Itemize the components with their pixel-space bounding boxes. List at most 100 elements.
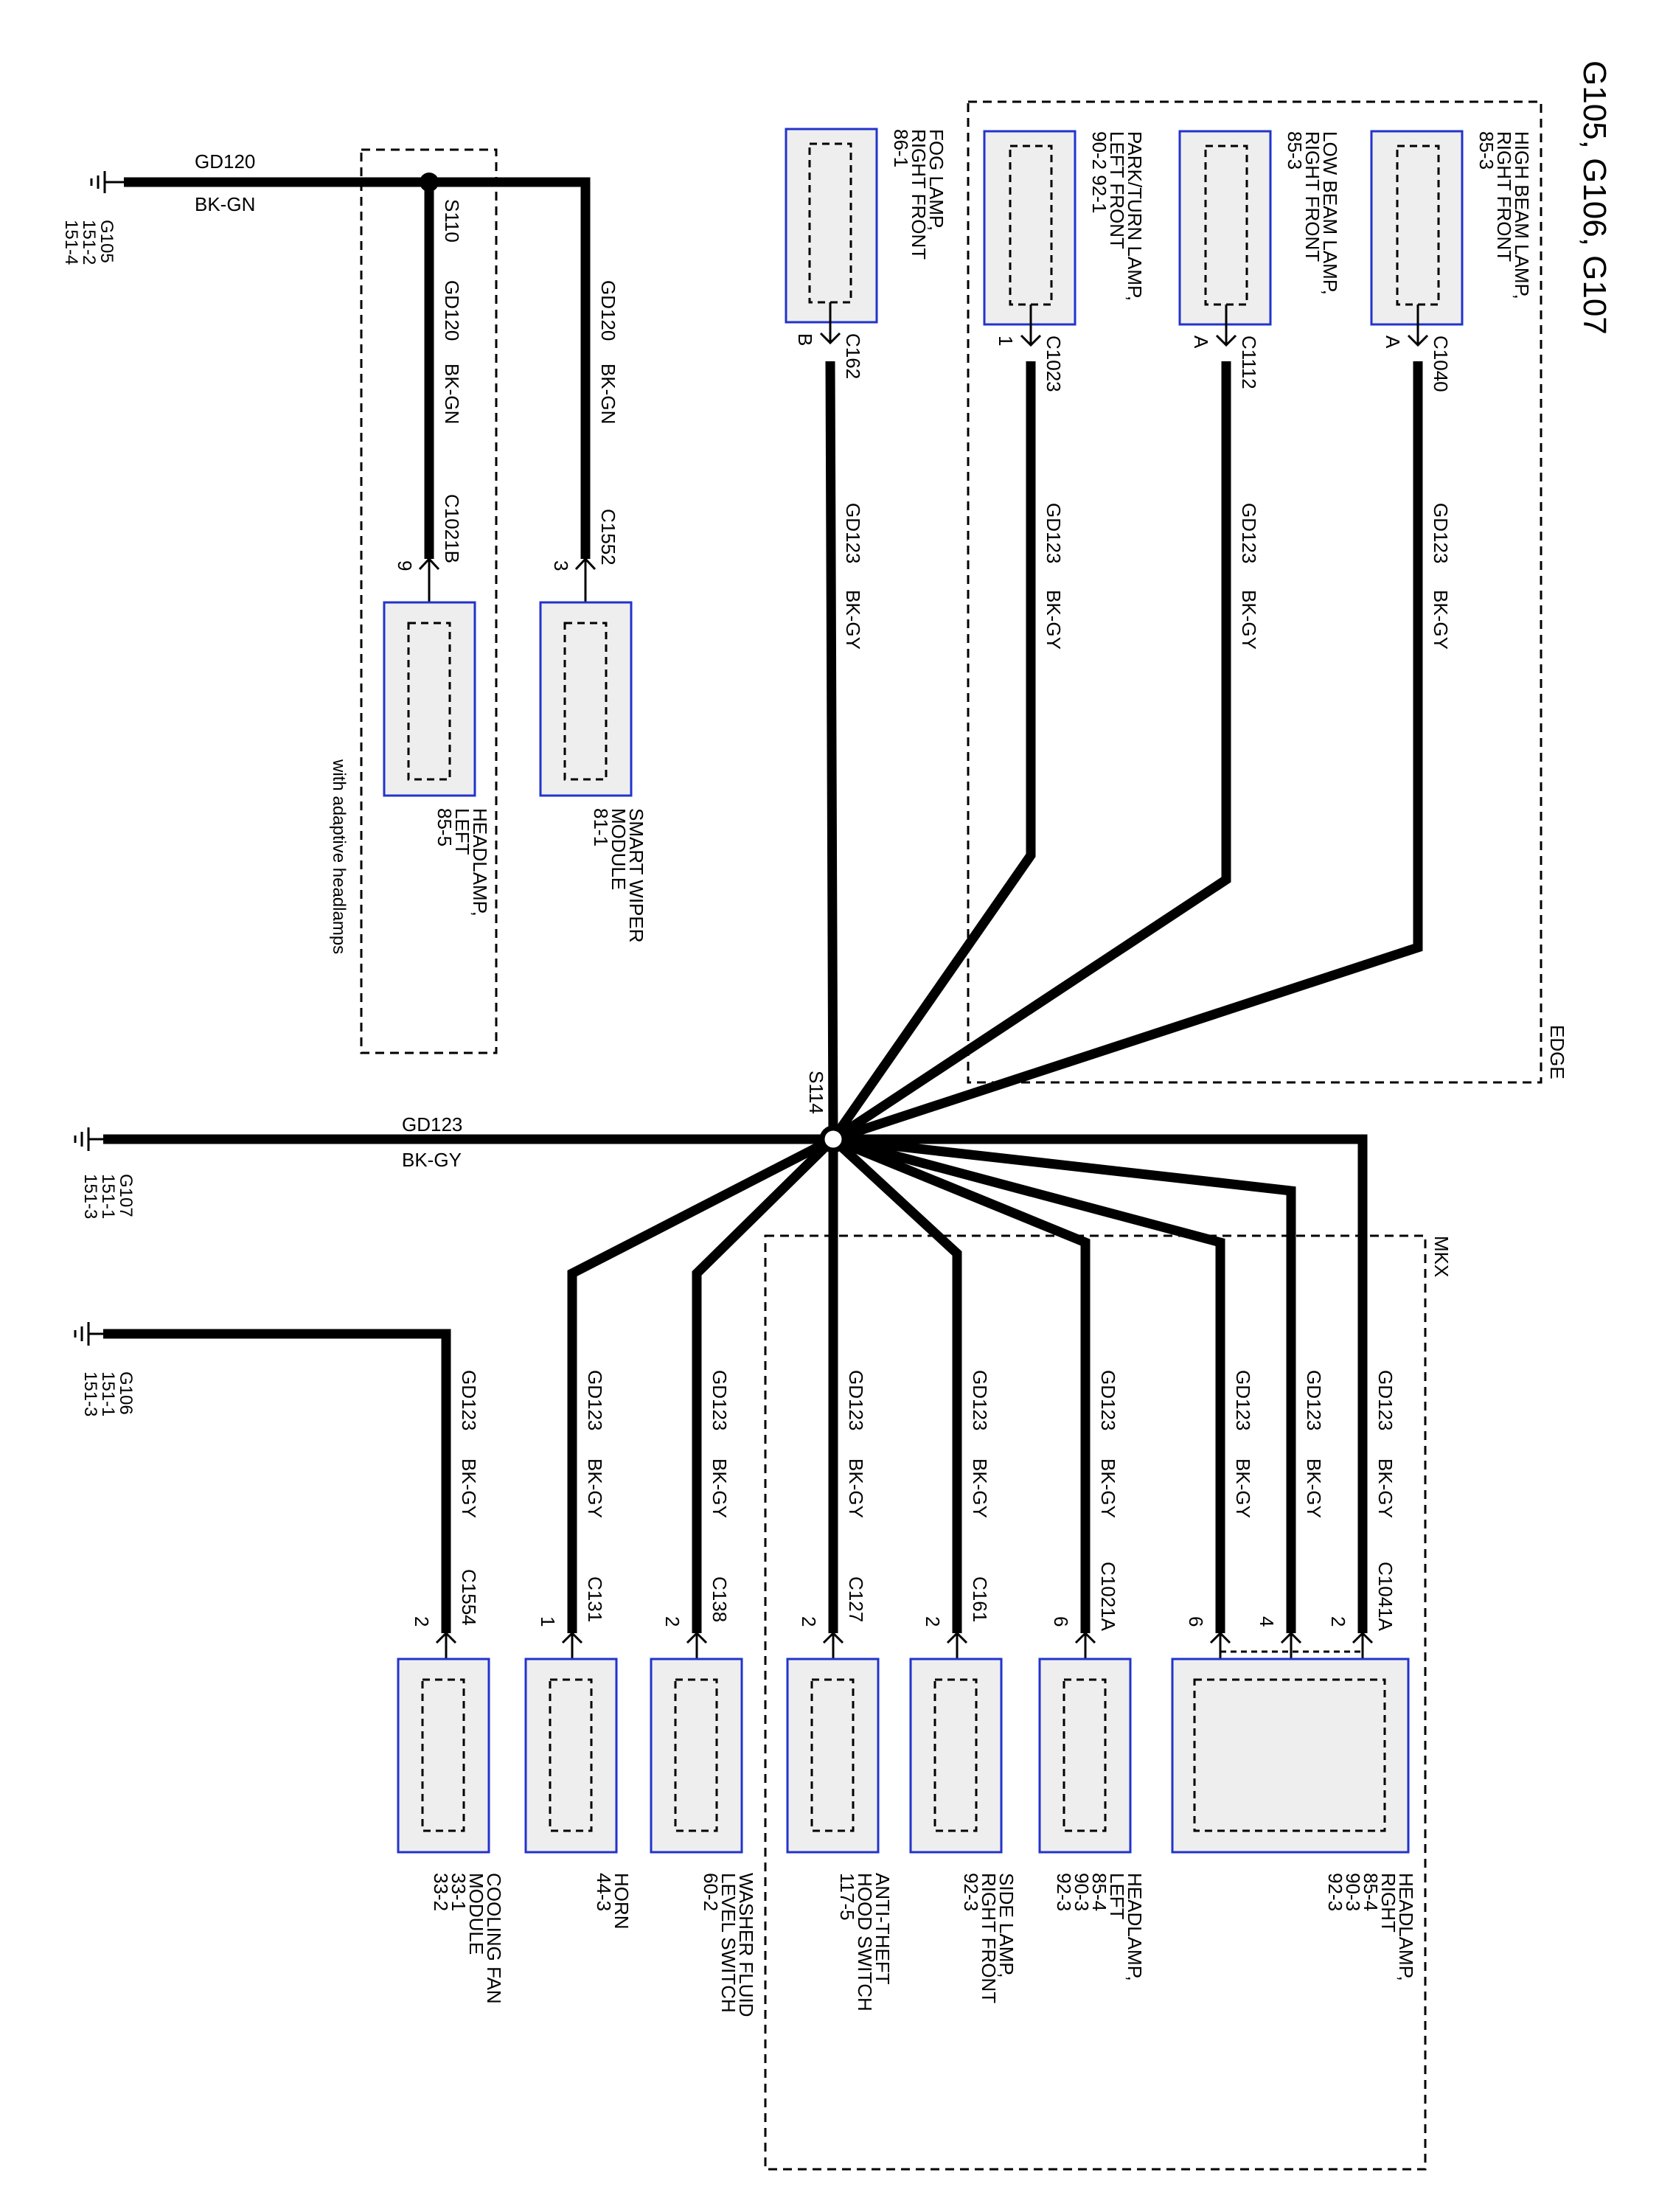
washer-fluid-line1: WASHER FLUID — [735, 1873, 757, 2017]
side-lamp-line1: SIDE LAMP, — [995, 1873, 1018, 1978]
g107-wire-circuit: GD123 — [402, 1113, 462, 1135]
ground-g105-ref2: 151-4 — [61, 220, 81, 265]
component-headlamp-left: C1021A 6 HEADLAMP, LEFT 85-4 90-3 92-3 — [1038, 1562, 1146, 1981]
component-low-beam-lamp: LOW BEAM LAMP, RIGHT FRONT 85-3 C1112 A — [1178, 130, 1341, 389]
park-turn-line2: LEFT FRONT — [1106, 131, 1128, 249]
low-beam-line1: LOW BEAM LAMP, — [1319, 131, 1341, 295]
horn-connector: C131 — [584, 1576, 606, 1622]
headlamp-left-adaptive-line2: LEFT — [451, 808, 473, 855]
component-washer-fluid-switch: C138 2 WASHER FLUID LEVEL SWITCH 60-2 — [650, 1576, 757, 2017]
wire-antitheft-circuit: GD123 — [845, 1370, 867, 1430]
wire-low-circuit: GD123 — [1238, 503, 1260, 563]
component-headlamp-right: C1041A 2 4 6 HEADLAMP, RIGHT 85-4 90-3 9… — [1171, 1562, 1417, 1981]
wire-side-circuit: GD123 — [969, 1370, 991, 1430]
horn-line1: HORN — [611, 1873, 633, 1930]
headlamp-left-adaptive-line1: HEADLAMP, — [469, 808, 491, 917]
headlamp-left-line5: 92-3 — [1053, 1873, 1075, 1911]
horn-line2: 44-3 — [593, 1873, 615, 1911]
wire-park-circuit: GD123 — [1043, 503, 1065, 563]
component-high-beam-lamp: HIGH BEAM LAMP, RIGHT FRONT 85-3 C1040 A — [1370, 130, 1533, 392]
headlamp-left-adaptive-pin: 9 — [394, 560, 416, 571]
high-beam-line2: RIGHT FRONT — [1493, 131, 1515, 262]
gd120-branch-color: BK-GN — [441, 364, 463, 424]
park-turn-pin: 1 — [995, 335, 1017, 346]
edge-region — [967, 100, 1543, 1084]
headlamp-right-pin2: 2 — [1327, 1616, 1349, 1627]
horn-pin: 1 — [537, 1616, 559, 1627]
headlamp-right-line4: 90-3 — [1342, 1873, 1364, 1911]
wire-park-color: BK-GY — [1043, 590, 1065, 650]
wire-cooling-color: BK-GY — [458, 1458, 480, 1518]
ground-g105: G105 151-2 151-4 — [61, 171, 124, 265]
washer-fluid-line3: 60-2 — [700, 1873, 722, 1911]
park-turn-connector: C1023 — [1043, 335, 1065, 392]
smart-wiper-line1: SMART WIPER — [625, 808, 647, 943]
headlamp-left-line1: HEADLAMP, — [1124, 1873, 1146, 1981]
cooling-fan-line3: 33-1 — [448, 1873, 470, 1911]
wire-hlright4-color: BK-GY — [1303, 1458, 1325, 1518]
gd120-main-circuit: GD120 — [597, 280, 619, 341]
splice-s114-label: S114 — [805, 1071, 827, 1114]
mkx-region — [764, 1234, 1427, 2171]
headlamp-right-line1: HEADLAMP, — [1395, 1873, 1417, 1981]
component-park-turn-lamp: PARK/TURN LAMP, LEFT FRONT 90-2 92-1 C10… — [983, 130, 1146, 392]
cooling-fan-line2: MODULE — [465, 1873, 487, 1955]
component-headlamp-left-adaptive: C1021B 9 HEADLAMP, LEFT 85-5 — [383, 494, 491, 917]
smart-wiper-pin: 3 — [550, 560, 572, 571]
edge-region-label: EDGE — [1546, 1025, 1568, 1079]
component-smart-wiper-module: C1552 3 SMART WIPER MODULE 81-1 — [539, 509, 647, 943]
smart-wiper-line2: MODULE — [608, 808, 630, 890]
washer-fluid-pin: 2 — [661, 1616, 684, 1627]
gd120-bkgn-top-label: BK-GN — [195, 193, 255, 215]
cooling-fan-connector: C1554 — [458, 1569, 480, 1626]
high-beam-line3: 85-3 — [1475, 131, 1498, 170]
component-side-lamp: C161 2 SIDE LAMP, RIGHT FRONT 92-3 — [909, 1576, 1018, 2003]
wire-hlright4-circuit: GD123 — [1303, 1370, 1325, 1430]
headlamp-right-line2: RIGHT — [1377, 1873, 1399, 1933]
g107-wire-color: BK-GY — [402, 1149, 462, 1171]
wire-fog-color: BK-GY — [842, 590, 864, 650]
fog-lamp-line2: RIGHT FRONT — [908, 129, 930, 260]
wire-horn-circuit: GD123 — [584, 1370, 606, 1430]
side-lamp-pin: 2 — [922, 1616, 944, 1627]
wire-hlright6-circuit: GD123 — [1232, 1370, 1254, 1430]
washer-fluid-line2: LEVEL SWITCH — [717, 1873, 740, 2013]
headlamp-right-pin6: 6 — [1185, 1616, 1207, 1627]
wire-washer-color: BK-GY — [709, 1458, 731, 1518]
headlamp-left-line2: LEFT — [1106, 1873, 1128, 1920]
high-beam-connector: C1040 — [1430, 335, 1452, 392]
wire-horn-color: BK-GY — [584, 1458, 606, 1518]
park-turn-line3: 90-2 92-1 — [1088, 131, 1110, 213]
wire-low-color: BK-GY — [1238, 590, 1260, 650]
headlamp-left-connector: C1021A — [1097, 1562, 1119, 1632]
cooling-fan-pin: 2 — [411, 1616, 433, 1627]
headlamp-right-line5: 92-3 — [1324, 1873, 1346, 1911]
anti-theft-connector: C127 — [845, 1576, 867, 1622]
ground-g105-ref1: 151-2 — [79, 220, 99, 265]
splice-s110 — [420, 173, 439, 192]
splice-s110-label: S110 — [441, 199, 463, 243]
low-beam-connector: C1112 — [1238, 335, 1260, 389]
smart-wiper-line3: 81-1 — [590, 808, 612, 846]
anti-theft-line2: HOOD SWITCH — [854, 1873, 876, 2011]
ground-g107-ref2: 151-3 — [80, 1174, 100, 1219]
washer-fluid-connector: C138 — [709, 1576, 731, 1622]
wire-washer-circuit: GD123 — [709, 1370, 731, 1430]
park-turn-line1: PARK/TURN LAMP, — [1124, 131, 1146, 301]
ground-g106-name: G106 — [116, 1371, 136, 1415]
wire-fog-circuit: GD123 — [842, 503, 864, 563]
anti-theft-pin: 2 — [798, 1616, 820, 1627]
wire-hlleft-color: BK-GY — [1097, 1458, 1119, 1518]
low-beam-line3: 85-3 — [1284, 131, 1306, 170]
gd120-branch-circuit: GD120 — [441, 280, 463, 341]
side-lamp-line2: RIGHT FRONT — [978, 1873, 1000, 2003]
gd120-top-label: GD120 — [195, 150, 255, 173]
side-lamp-connector: C161 — [969, 1576, 991, 1622]
gd120-main-wire — [124, 177, 591, 559]
wire-hlright2-circuit: GD123 — [1374, 1370, 1397, 1430]
smart-wiper-connector: C1552 — [597, 509, 619, 566]
ground-g107-ref1: 151-1 — [98, 1174, 118, 1219]
splice-s114 — [819, 1125, 847, 1153]
gd120-main-color: BK-GN — [597, 364, 619, 424]
